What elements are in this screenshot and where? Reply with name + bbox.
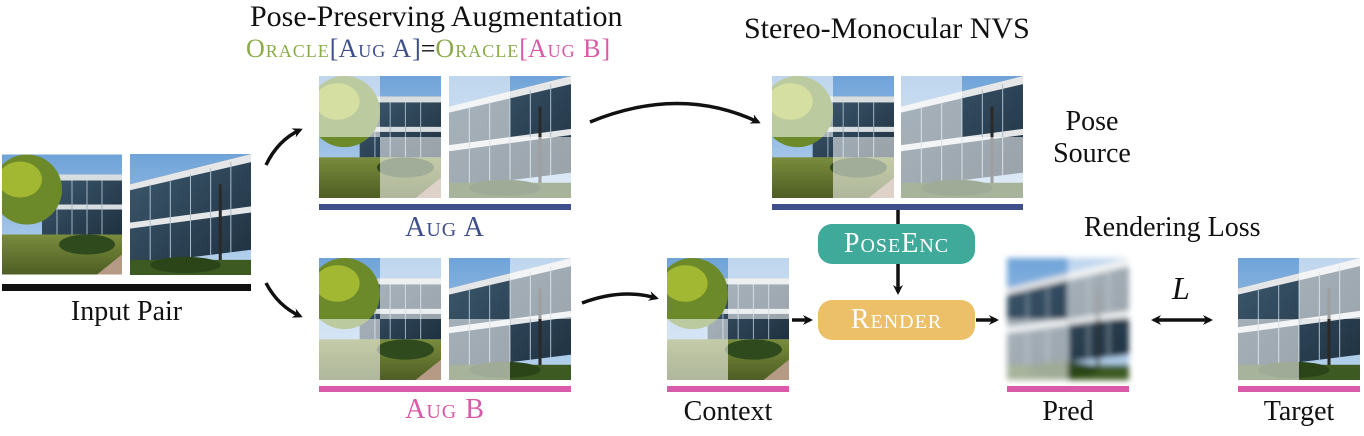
bracket: [ <box>329 34 339 63</box>
equals-sign: = <box>420 34 436 63</box>
pred-bar <box>1007 386 1129 392</box>
context-bar <box>667 386 789 392</box>
aug-a-bar <box>319 204 571 210</box>
loss-symbol: L <box>1172 270 1190 306</box>
context-image <box>667 258 789 380</box>
nvs-bar <box>772 204 1023 210</box>
bracket: ] <box>601 34 611 63</box>
nvs-title: Stereo-Monocular NVS <box>744 12 1030 45</box>
oracle-equation: Oracle[Aug A]=Oracle[Aug B] <box>246 34 610 64</box>
aug-b-bar <box>319 386 571 392</box>
aug-a-images <box>319 76 571 198</box>
aug-b-images <box>319 258 571 380</box>
bracket: [ <box>519 34 528 63</box>
input-pair-label: Input Pair <box>70 296 183 327</box>
input-pair-bar <box>2 284 251 291</box>
target-image <box>1238 258 1360 380</box>
flow-arrows <box>264 101 1213 325</box>
oracle-b: Oracle <box>435 34 520 63</box>
oracle-a: Oracle <box>246 34 330 63</box>
pred-image <box>1007 258 1129 380</box>
target-bar <box>1238 386 1360 392</box>
target-label: Target <box>1263 396 1335 427</box>
pose-enc-block: PoseEnc <box>818 224 975 264</box>
pred-label: Pred <box>1042 396 1094 427</box>
arrow-input-to-aug-b <box>264 282 303 318</box>
aug-a-label: Aug A <box>405 212 485 243</box>
nvs-images <box>772 76 1023 198</box>
oracle-aug-a: Aug A <box>338 34 413 63</box>
pose-source-line-2: Source <box>1053 138 1131 169</box>
context-label: Context <box>683 396 773 427</box>
pose-source-label: Pose Source <box>1052 106 1132 170</box>
arrow-input-to-aug-a <box>264 128 303 166</box>
rendering-loss-label: Rendering Loss <box>1084 212 1261 243</box>
arrow-aug-b-to-context <box>581 291 659 305</box>
arrow-aug-a-to-nvs <box>589 101 761 124</box>
input-pair-images <box>2 154 251 275</box>
render-block: Render <box>818 300 975 340</box>
bracket: ] <box>412 34 421 63</box>
aug-b-label: Aug B <box>405 394 485 425</box>
pose-source-line-1: Pose <box>1065 106 1119 137</box>
oracle-aug-b: Aug B <box>527 34 602 63</box>
augmentation-title: Pose-Preserving Augmentation <box>250 0 623 33</box>
